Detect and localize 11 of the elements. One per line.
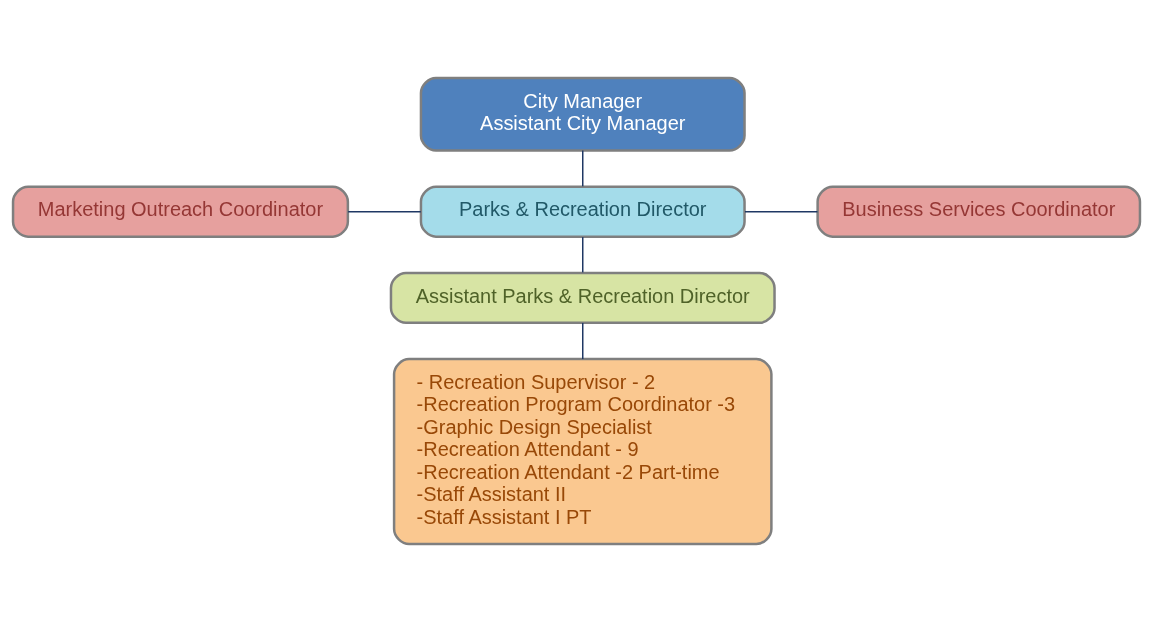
node-box: Business Services Coordinator [816, 185, 1142, 238]
connector [582, 236, 584, 274]
connector [582, 149, 584, 188]
node-box: Parks & Recreation Director [419, 185, 746, 238]
node-box: Marketing Outreach Coordinator [11, 185, 350, 238]
connector [744, 210, 819, 213]
connector [582, 322, 584, 360]
connector [347, 210, 422, 213]
node-box: City Manager Assistant City Manager [419, 76, 746, 152]
node-box: Assistant Parks & Recreation Director [389, 271, 776, 325]
node-box: - Recreation Supervisor - 2 -Recreation Program Coordinator -3 -Graphic Design Specialist -Recreation Attendant - 9 -Recreation Attendant -2 Part-time -Staff Assistant II -Staff Assistant I PT [392, 357, 773, 546]
